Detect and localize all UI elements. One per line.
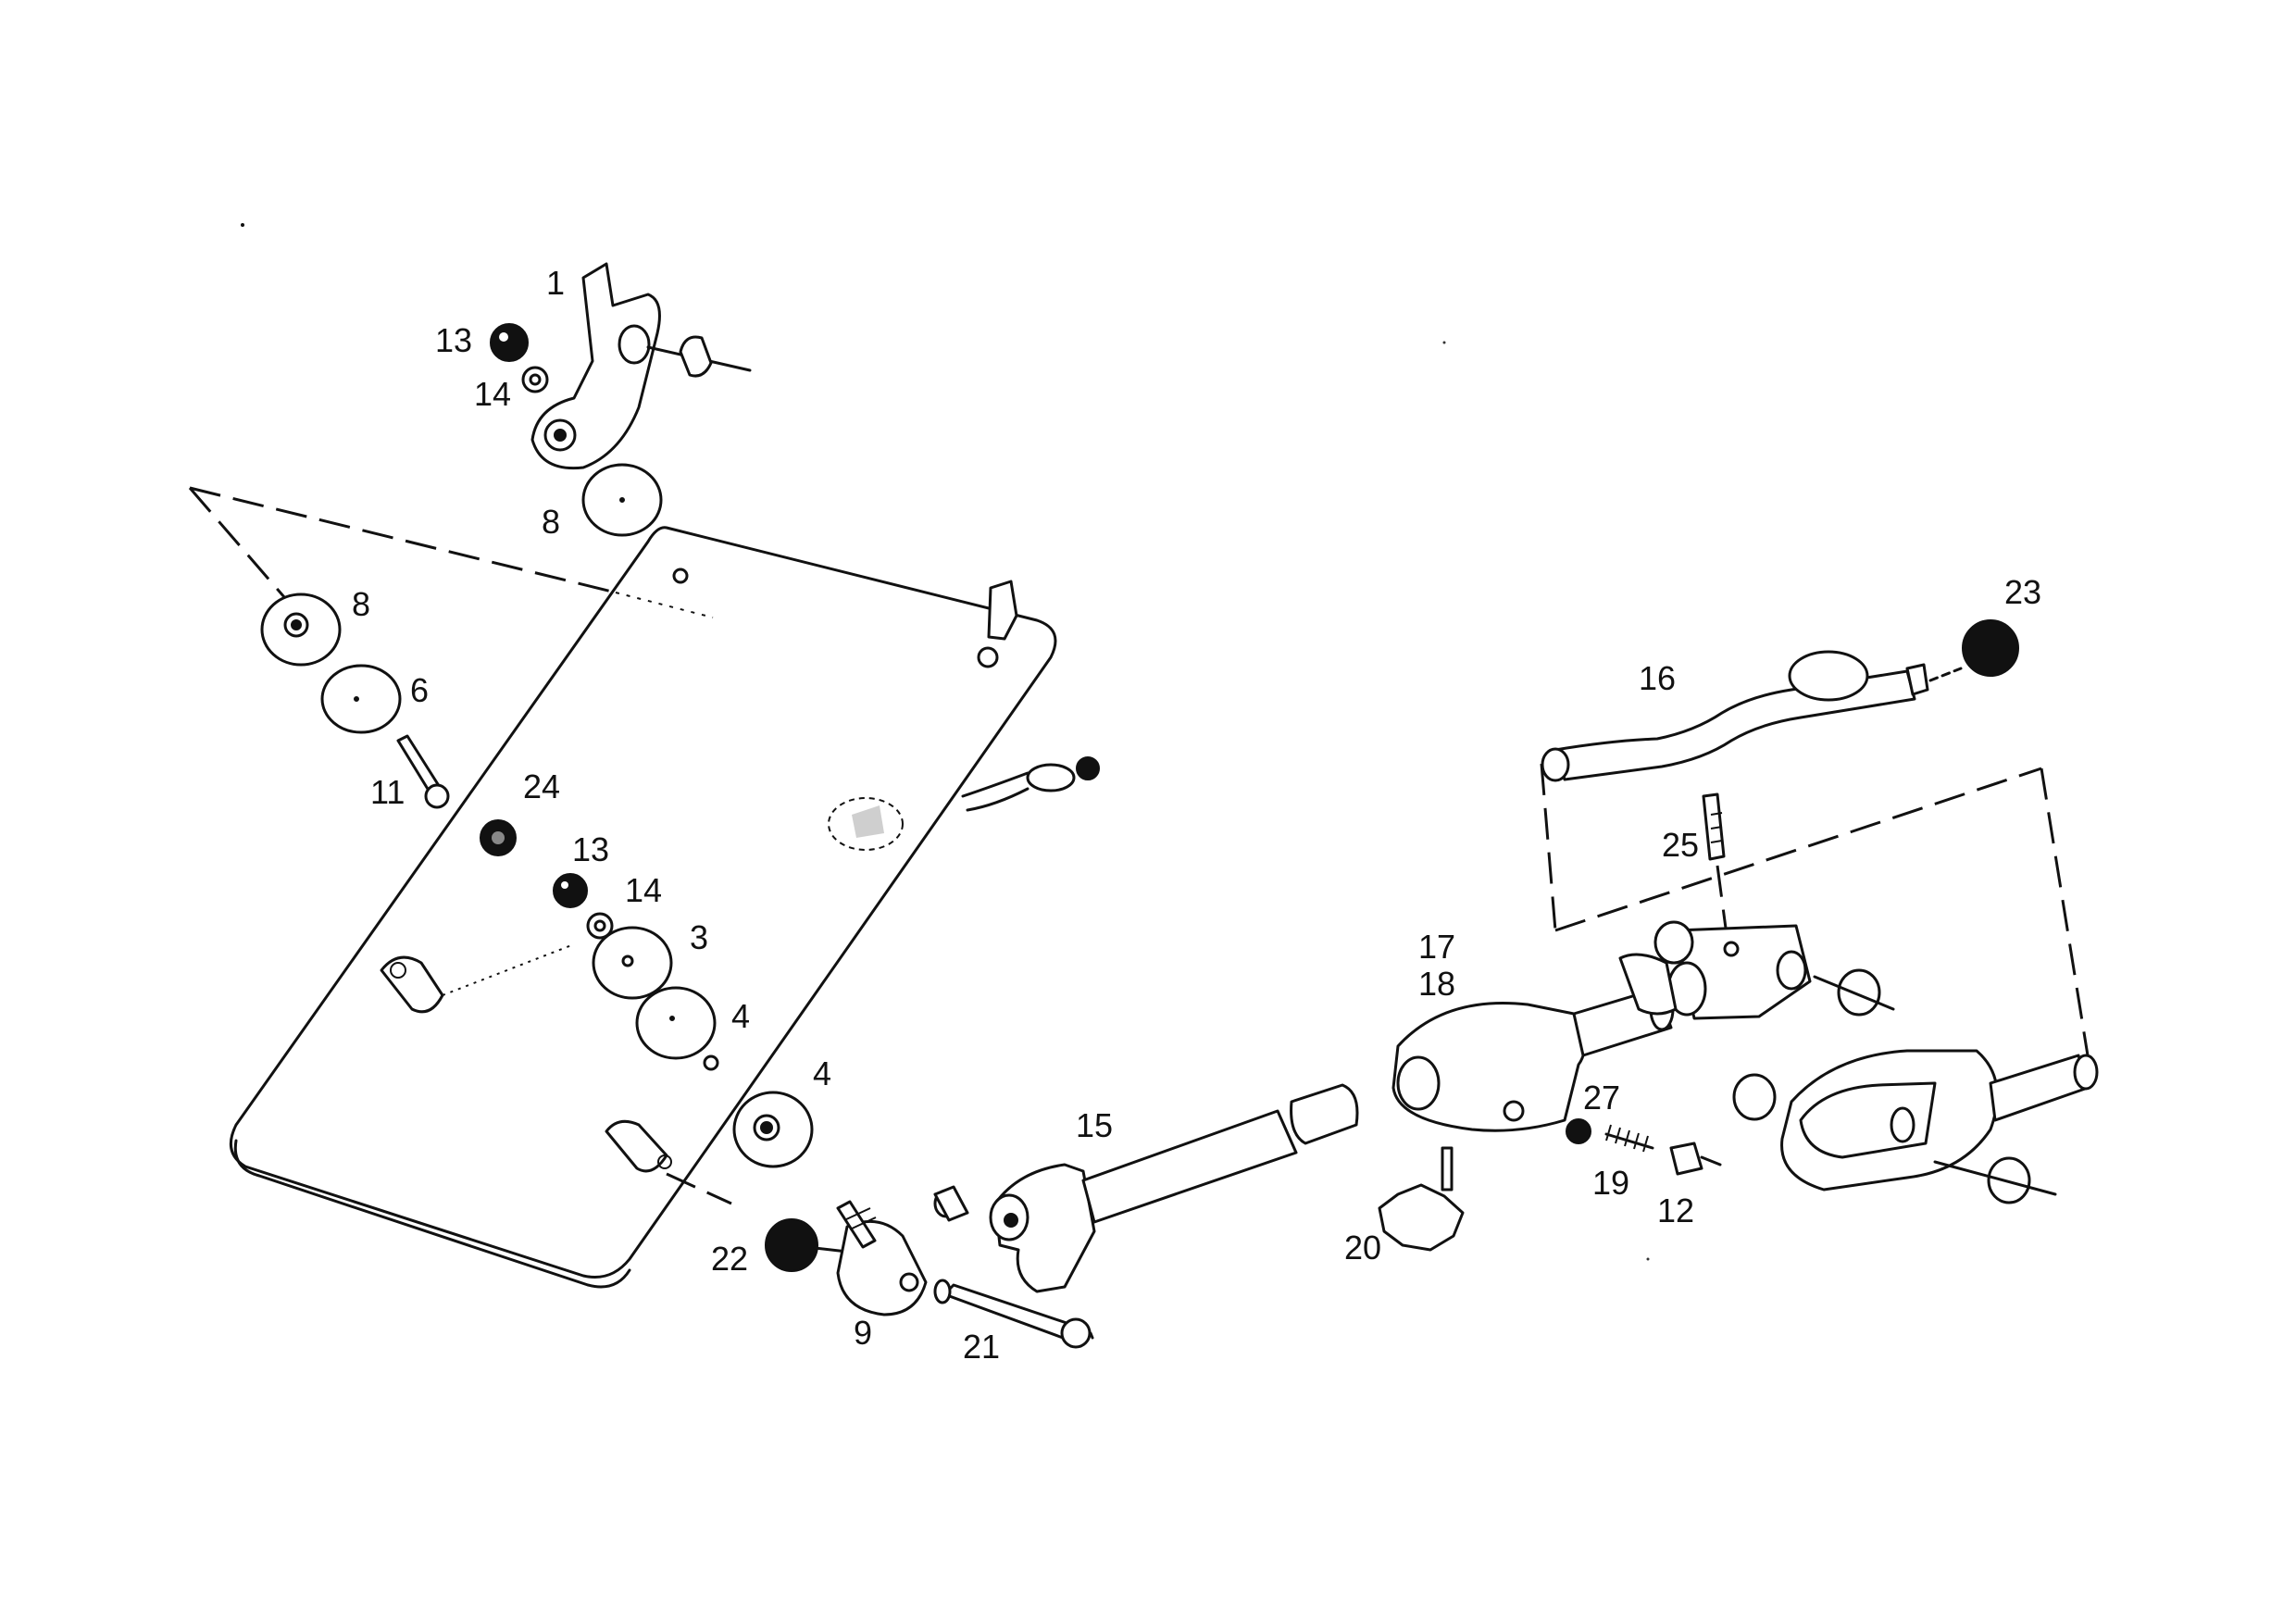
guide-line-lower [666,1172,732,1205]
part-14-washer-top [521,366,549,393]
part-27-ball [1566,1118,1591,1144]
label-25: 25 [1662,826,1699,864]
label-6: 6 [410,671,429,709]
label-4-lower: 4 [813,1054,831,1092]
part-19-spring [1604,1124,1654,1153]
label-27: 27 [1583,1079,1620,1117]
part-11-bolt [396,734,450,809]
plate-bracket [977,580,1018,668]
label-21: 21 [963,1328,1000,1366]
label-8-left: 8 [352,585,370,623]
part-24-nut [480,819,517,856]
guide-line-top [189,486,617,594]
label-15: 15 [1076,1106,1113,1144]
speck-a [241,223,244,227]
label-17: 17 [1418,928,1455,966]
label-14-mid: 14 [625,871,662,909]
clamp-body-right [1732,1049,2099,1204]
part-6-disc [320,664,402,734]
label-22: 22 [711,1240,748,1278]
label-13-top: 13 [435,321,472,359]
part-15-arm [933,1083,1359,1293]
part-22-knob [765,1218,849,1272]
clamp-block-upper [1618,920,1895,1020]
label-9: 9 [854,1314,872,1352]
base-plate [229,526,1100,1289]
label-14-top: 14 [474,375,511,413]
label-16: 16 [1639,659,1676,697]
label-19: 19 [1592,1164,1629,1202]
label-12: 12 [1657,1192,1694,1229]
part-1-lever [530,262,752,470]
label-11: 11 [370,773,405,811]
plate-side-lever [961,756,1100,812]
label-20: 20 [1344,1229,1381,1266]
plate-roller-left [380,943,575,1014]
plate-screw-mid [703,1054,719,1071]
speck-b [1442,341,1446,344]
part-12-grub-screw [1669,1142,1722,1176]
part-3-disc [592,926,673,1000]
part-13-cap-nut-mid [553,873,588,908]
part-21-pin [933,1279,1094,1349]
label-4-upper: 4 [731,997,750,1035]
part-23-knob [1928,619,2019,682]
label-1: 1 [546,264,565,302]
part-8-disc-top [581,463,663,537]
speck-c [1646,1257,1650,1261]
part-4-disc-upper [635,986,717,1060]
part-16-handle [1541,650,1929,782]
label-18: 18 [1418,965,1455,1003]
part-20-star-knob [1378,1146,1465,1252]
guide-frame-right [1540,763,2090,1056]
plate-roller-bottom [605,1119,672,1173]
plate-screw-top [672,568,689,584]
part-25-pin [1702,792,1728,936]
part-8-disc-left [260,593,342,667]
label-24: 24 [523,767,560,805]
part-9-lever [836,1200,928,1316]
part-14-washer-mid [586,912,614,940]
label-8-top: 8 [542,503,560,541]
part-4-disc-lower [732,1091,814,1168]
part-17-18-clamp-body [1391,987,1675,1132]
label-23: 23 [2004,573,2041,611]
label-13-mid: 13 [572,830,609,868]
guide-line-left [188,487,298,612]
plate-hinge-mark [828,797,904,851]
part-13-cap-nut-top [490,323,529,362]
label-3: 3 [690,918,708,956]
